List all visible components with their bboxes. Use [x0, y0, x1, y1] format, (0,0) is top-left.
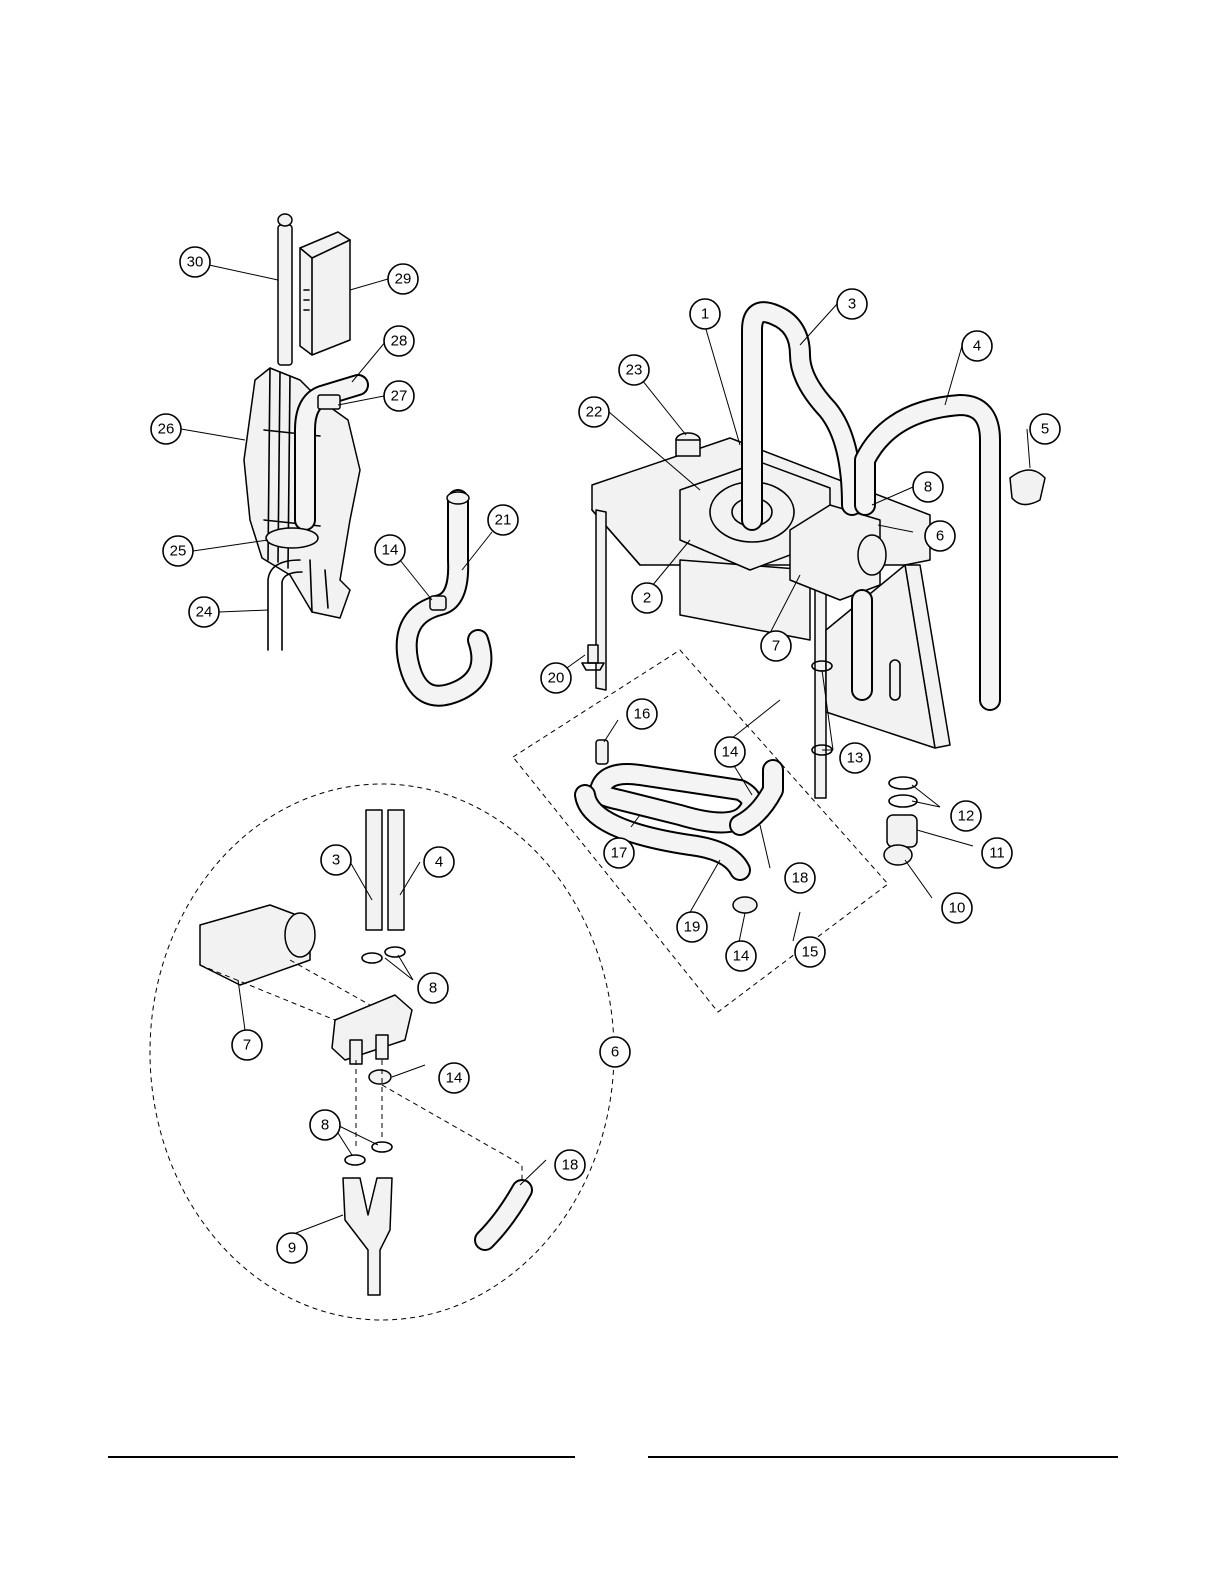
callout-19-label: 19 [684, 919, 701, 936]
callout-18-a: 18 [785, 863, 815, 893]
callout-8-a: 8 [913, 472, 943, 502]
footer-rule-left [108, 1456, 575, 1458]
callout-28: 28 [384, 326, 414, 356]
callout-2-label: 2 [643, 590, 651, 607]
callout-14-b: 14 [715, 737, 745, 767]
callout-16: 16 [627, 699, 657, 729]
callout-6-a-label: 6 [936, 528, 944, 545]
callout-1: 1 [690, 299, 720, 329]
callout-22-label: 22 [586, 404, 603, 421]
callout-23: 23 [619, 355, 649, 385]
callout-7-a: 7 [761, 631, 791, 661]
callout-14-c-label: 14 [733, 948, 750, 965]
callout-25-label: 25 [170, 543, 187, 560]
callout-17: 17 [604, 838, 634, 868]
callout-26-label: 26 [158, 421, 175, 438]
callout-4-b-label: 4 [435, 854, 443, 871]
callout-29-label: 29 [395, 271, 412, 288]
callout-4-a: 4 [962, 331, 992, 361]
callout-18-b: 18 [555, 1150, 585, 1180]
callout-4-b: 4 [424, 847, 454, 877]
callout-19: 19 [677, 912, 707, 942]
callout-6-a: 6 [925, 521, 955, 551]
callout-22: 22 [579, 397, 609, 427]
callout-15-label: 15 [802, 944, 819, 961]
callout-24: 24 [189, 597, 219, 627]
callout-7-a-label: 7 [772, 638, 780, 655]
callout-20: 20 [541, 663, 571, 693]
part-rod [278, 214, 292, 365]
callout-6-b: 6 [600, 1037, 630, 1067]
callout-10: 10 [942, 893, 972, 923]
callout-12: 12 [951, 801, 981, 831]
callout-14-a: 14 [375, 535, 405, 565]
callout-29: 29 [388, 264, 418, 294]
callout-21-label: 21 [495, 512, 512, 529]
callout-8-c: 8 [310, 1110, 340, 1140]
cap-assembly [884, 777, 917, 865]
callout-9: 9 [277, 1233, 307, 1263]
callout-30-label: 30 [187, 254, 204, 271]
top-left-assembly [244, 214, 360, 650]
callout-12-label: 12 [958, 808, 975, 825]
callout-13-label: 13 [847, 750, 864, 767]
callout-7-b: 7 [232, 1030, 262, 1060]
callout-8-c-label: 8 [321, 1117, 329, 1134]
callout-4-a-label: 4 [973, 338, 981, 355]
callout-3-b: 3 [321, 845, 351, 875]
callout-10-label: 10 [949, 900, 966, 917]
callout-30: 30 [180, 247, 210, 277]
callout-16-label: 16 [634, 706, 651, 723]
callout-21: 21 [488, 505, 518, 535]
part-box [300, 232, 350, 355]
callout-14-b-label: 14 [722, 744, 739, 761]
callout-13: 13 [840, 743, 870, 773]
callout-5: 5 [1030, 414, 1060, 444]
callout-3-a: 3 [837, 289, 867, 319]
callout-6-b-label: 6 [611, 1044, 619, 1061]
callout-14-d: 14 [439, 1063, 469, 1093]
callout-28-label: 28 [391, 333, 408, 350]
callout-14-c: 14 [726, 941, 756, 971]
callout-8-b-label: 8 [429, 980, 437, 997]
callout-27: 27 [384, 381, 414, 411]
callout-1-label: 1 [701, 306, 709, 323]
callout-14-d-label: 14 [446, 1070, 463, 1087]
callout-5-label: 5 [1041, 421, 1049, 438]
callout-24-label: 24 [196, 604, 213, 621]
callout-8-b: 8 [418, 973, 448, 1003]
callout-3-a-label: 3 [848, 296, 856, 313]
callout-26: 26 [151, 414, 181, 444]
callout-8-a-label: 8 [924, 479, 932, 496]
callout-18-b-label: 18 [562, 1157, 579, 1174]
callout-20-label: 20 [548, 670, 565, 687]
footer-rule-right [648, 1456, 1118, 1458]
callout-3-b-label: 3 [332, 852, 340, 869]
callout-7-b-label: 7 [243, 1037, 251, 1054]
callout-17-label: 17 [611, 845, 628, 862]
callout-18-a-label: 18 [792, 870, 809, 887]
callout-15: 15 [795, 937, 825, 967]
part-loose-hose [407, 492, 482, 696]
detail-view-circle [150, 784, 614, 1320]
callout-11-label: 11 [989, 845, 1005, 862]
callout-11: 11 [982, 838, 1012, 868]
callout-2: 2 [632, 583, 662, 613]
callout-9-label: 9 [288, 1240, 296, 1257]
callout-23-label: 23 [626, 362, 643, 379]
callout-14-a-label: 14 [382, 542, 399, 559]
callout-27-label: 27 [391, 388, 408, 405]
callout-25: 25 [163, 536, 193, 566]
